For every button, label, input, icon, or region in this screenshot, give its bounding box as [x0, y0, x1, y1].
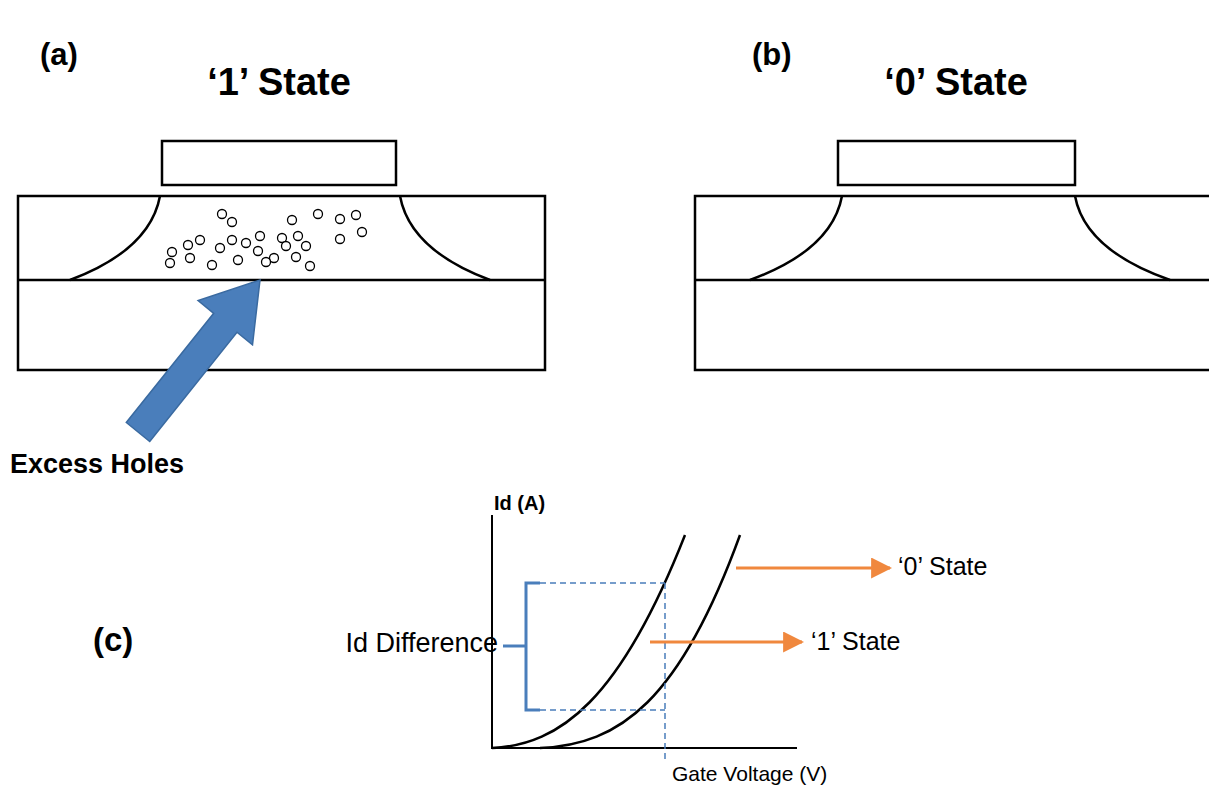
hole — [336, 235, 345, 244]
buried-oxide-interface — [695, 279, 1209, 282]
panel-letter: (a) — [40, 38, 78, 72]
hole — [302, 242, 311, 251]
bracket-label: Id Difference — [345, 629, 498, 659]
soi-substrate — [695, 196, 1209, 370]
hole — [292, 253, 301, 262]
gate-electrode — [162, 141, 396, 185]
panel-letter: (b) — [752, 38, 792, 72]
guide-line — [530, 582, 665, 584]
callout-arrow — [126, 280, 260, 442]
soi-substrate — [18, 196, 545, 370]
hole — [196, 236, 205, 245]
hole — [256, 232, 265, 241]
guide-line — [664, 583, 666, 760]
hole — [186, 254, 195, 263]
buried-oxide-interface — [18, 279, 545, 282]
x-axis — [491, 747, 797, 749]
curve-label: ‘1’ State — [811, 628, 900, 656]
hole — [184, 241, 193, 250]
hole — [254, 247, 263, 256]
hole — [216, 244, 225, 253]
leader-arrow — [736, 567, 890, 570]
hole — [306, 262, 315, 271]
panel-letter: (c) — [93, 622, 133, 658]
hole — [218, 210, 227, 219]
source-junction — [70, 196, 160, 280]
hole — [352, 211, 361, 220]
gate-electrode — [838, 141, 1075, 185]
hole — [282, 242, 291, 251]
hole — [242, 239, 251, 248]
difference-bracket — [526, 583, 540, 710]
drain-junction — [400, 196, 490, 280]
hole — [336, 215, 345, 224]
hole — [228, 218, 237, 227]
hole — [262, 258, 271, 267]
hole — [314, 210, 323, 219]
hole — [168, 248, 177, 257]
hole — [234, 256, 243, 265]
state-title: ‘1’ State — [207, 62, 351, 104]
axis-title: Gate Voltage (V) — [672, 762, 827, 785]
source-junction — [750, 196, 842, 280]
curve-label: ‘0’ State — [898, 553, 987, 581]
excess-holes — [166, 210, 367, 271]
hole — [358, 228, 367, 237]
hole — [166, 259, 175, 268]
bracket-leader — [503, 645, 526, 648]
hole — [288, 216, 297, 225]
guide-line — [530, 709, 665, 711]
hole — [294, 232, 303, 241]
callout-label: Excess Holes — [10, 450, 184, 480]
hole — [208, 261, 217, 270]
drain-junction — [1075, 196, 1170, 280]
hole — [228, 236, 237, 245]
leader-arrow — [650, 641, 802, 644]
state-title: ‘0’ State — [884, 62, 1028, 104]
axis-title: Id (A) — [494, 492, 545, 514]
